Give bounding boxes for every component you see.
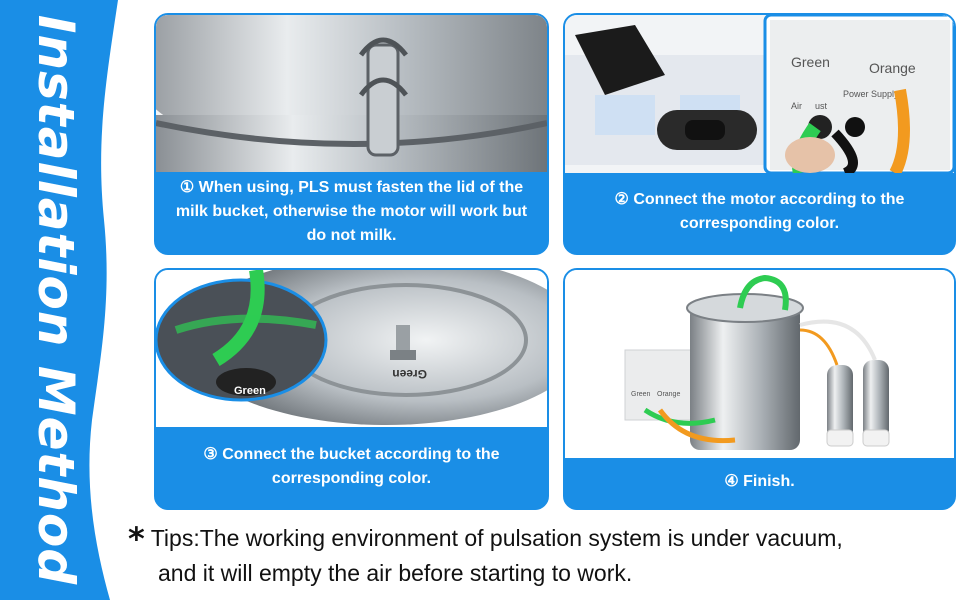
step-4-photo: Green Orange	[565, 270, 954, 458]
step-2-photo: Green Orange Power Supply Air ust	[565, 15, 954, 173]
step-1-card: ① When using, PLS must fasten the lid of…	[154, 13, 549, 255]
bucket-connection-image: Green Green	[156, 270, 547, 427]
label-ust: ust	[815, 101, 828, 111]
label-green-zoom: Green	[234, 385, 266, 397]
label-green-motor: Green	[631, 391, 651, 398]
label-green-lid: Green	[392, 367, 427, 381]
label-orange-motor: Orange	[657, 391, 680, 398]
step-3-caption: ③ Connect the bucket according to the co…	[203, 445, 500, 487]
bucket-lid-image	[156, 15, 547, 172]
label-green: Green	[791, 54, 830, 70]
tips-note: *Tips:The working environment of pulsati…	[128, 521, 958, 590]
tips-line-1: Tips:The working environment of pulsatio…	[150, 525, 843, 551]
step-3-photo: Green Green	[156, 270, 547, 427]
step-4-card: Green Orange ④ Finish.	[563, 268, 956, 510]
page-title: Installation Method	[27, 14, 85, 586]
step-2-caption: ② Connect the motor according to the cor…	[614, 191, 905, 232]
sidebar-wave-background	[0, 0, 118, 600]
tips-line-2: and it will empty the air before startin…	[158, 560, 633, 586]
step-1-caption: ① When using, PLS must fasten the lid of…	[175, 178, 528, 244]
asterisk-icon: *	[128, 520, 145, 558]
step-3-card: Green Green ③ Connect the bucket accordi…	[154, 268, 549, 510]
label-orange: Orange	[869, 60, 916, 76]
step-4-caption: ④ Finish.	[724, 473, 795, 490]
step-2-card: Green Orange Power Supply Air ust ② Conn…	[563, 13, 956, 255]
sidebar: Installation Method	[0, 0, 140, 600]
step-1-photo	[156, 15, 547, 172]
label-air: Air	[791, 101, 802, 111]
label-power-supply: Power Supply	[843, 89, 899, 99]
motor-connection-image: Green Orange Power Supply Air ust	[565, 15, 954, 173]
finished-assembly-image: Green Orange	[565, 270, 954, 458]
